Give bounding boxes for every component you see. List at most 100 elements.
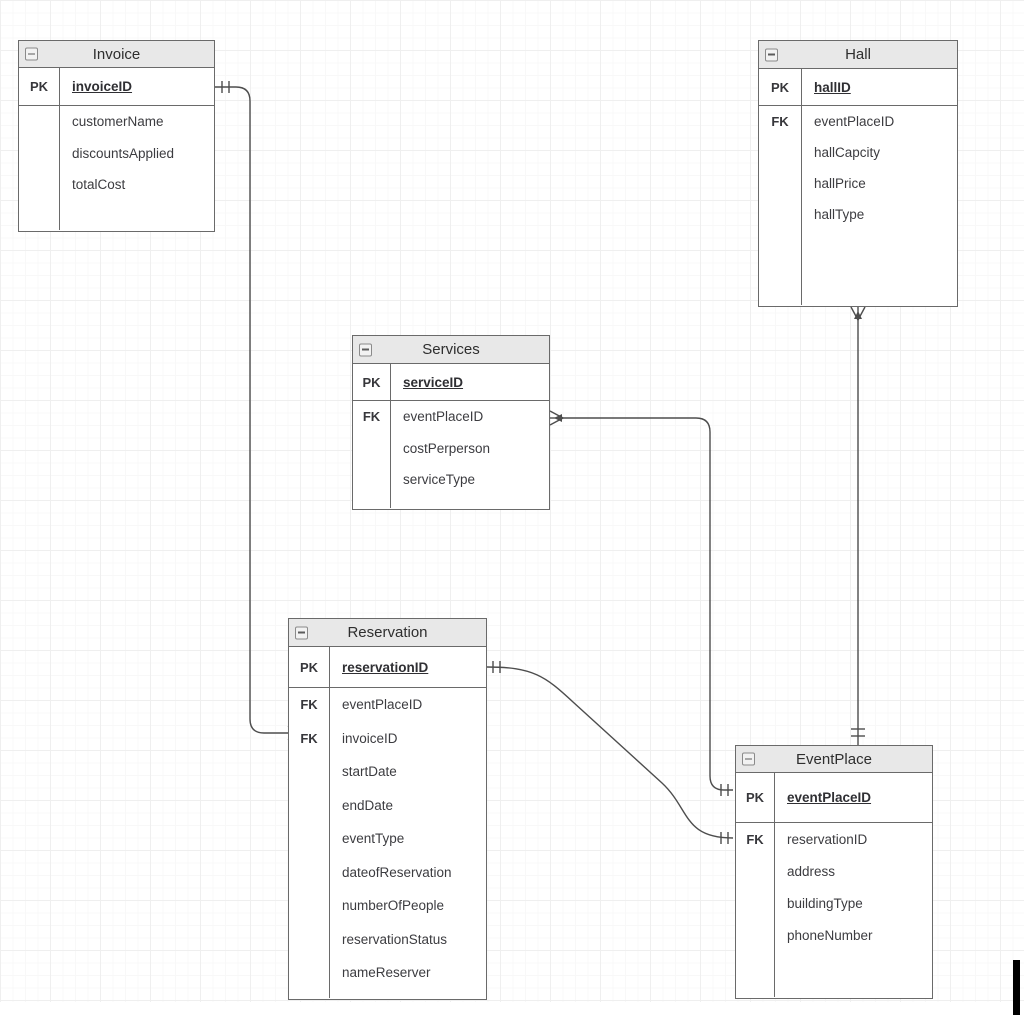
collapse-minus-icon[interactable]: [359, 343, 372, 356]
field-name: endDate: [342, 797, 394, 813]
field-name: buildingType: [787, 895, 863, 911]
attribute-row[interactable]: hallCapcity: [759, 137, 957, 168]
pk-row[interactable]: PK reservationID: [289, 647, 486, 688]
key-label: FK: [362, 409, 381, 425]
field-name: dateofReservation: [342, 864, 452, 880]
key-column-separator: [329, 647, 331, 998]
collapse-minus-icon[interactable]: [765, 48, 778, 61]
minus-glyph: [768, 53, 775, 56]
pk-row[interactable]: PK serviceID: [353, 364, 549, 401]
key-label: FK: [300, 730, 318, 746]
attribute-row[interactable]: costPerperson: [353, 433, 549, 465]
field-name: nameReserver: [342, 965, 431, 981]
collapse-minus-icon[interactable]: [742, 752, 755, 766]
key-label: PK: [299, 659, 319, 675]
field-name: address: [787, 863, 836, 879]
field-name: eventPlaceID: [403, 409, 484, 425]
collapse-minus-icon[interactable]: [295, 626, 308, 639]
attribute-row[interactable]: startDate: [289, 755, 486, 789]
key-label: PK: [29, 79, 49, 94]
key-label: PK: [745, 790, 765, 805]
text-cursor-artifact: [1013, 960, 1020, 1015]
attribute-row[interactable]: hallType: [759, 199, 957, 230]
minus-glyph: [298, 631, 305, 634]
attribute-row[interactable]: phoneNumber: [736, 919, 932, 951]
key-column-separator: [774, 773, 776, 997]
edge-arrowhead-icon: [854, 311, 862, 319]
key-column-separator: [390, 364, 392, 508]
table-header-reservation[interactable]: Reservation: [289, 619, 486, 647]
key-column-separator: [801, 69, 803, 305]
crowfoot-many-icon: [857, 306, 866, 321]
attribute-row[interactable]: address: [736, 855, 932, 887]
attribute-row[interactable]: totalCost: [19, 169, 214, 201]
table-header-invoice[interactable]: Invoice: [19, 41, 214, 68]
attribute-row[interactable]: serviceType: [353, 464, 549, 496]
attribute-row[interactable]: endDate: [289, 789, 486, 823]
minus-glyph: [745, 758, 752, 760]
key-column-separator: [59, 68, 61, 230]
attribute-row[interactable]: customerName: [19, 106, 214, 138]
edge-reservation-to-eventplace[interactable]: [486, 661, 734, 844]
field-name: eventPlaceID: [342, 697, 423, 713]
key-label: PK: [362, 374, 381, 390]
key-label: PK: [770, 79, 790, 95]
minus-glyph: [362, 348, 369, 351]
table-title: EventPlace: [796, 750, 872, 768]
attribute-row[interactable]: dateofReservation: [289, 856, 486, 890]
attribute-row[interactable]: FK eventPlaceID: [289, 688, 486, 722]
pk-field-name: serviceID: [403, 374, 464, 390]
edge-arrowhead-icon: [554, 414, 562, 422]
field-name: hallCapcity: [814, 145, 881, 160]
pk-field-name: hallID: [814, 79, 851, 95]
crowfoot-many-icon: [850, 306, 859, 321]
attribute-row[interactable]: nameReserver: [289, 956, 486, 990]
field-name: customerName: [72, 114, 164, 130]
table-title: Services: [422, 341, 480, 358]
field-name: reservationID: [787, 831, 868, 847]
pk-row[interactable]: PK hallID: [759, 69, 957, 106]
field-name: eventPlaceID: [814, 114, 895, 129]
attribute-row[interactable]: FK eventPlaceID: [353, 401, 549, 433]
field-name: startDate: [342, 764, 397, 780]
table-title: Hall: [845, 46, 871, 63]
field-name: serviceType: [403, 472, 476, 488]
table-header-services[interactable]: Services: [353, 336, 549, 364]
table-header-eventplace[interactable]: EventPlace: [736, 746, 932, 773]
pk-field-name: reservationID: [342, 659, 429, 675]
attribute-row[interactable]: FK eventPlaceID: [759, 106, 957, 137]
field-name: totalCost: [72, 177, 126, 193]
edge-services-to-eventplace[interactable]: [549, 410, 733, 796]
field-name: eventType: [342, 831, 405, 847]
field-name: hallType: [814, 207, 865, 222]
edge-hall-to-eventplace[interactable]: [850, 306, 866, 745]
field-name: hallPrice: [814, 176, 866, 191]
collapse-minus-icon[interactable]: [25, 47, 38, 61]
field-name: reservationStatus: [342, 931, 448, 947]
attribute-row[interactable]: buildingType: [736, 887, 932, 919]
table-title: Reservation: [347, 624, 428, 641]
minus-glyph: [28, 53, 35, 55]
key-label: FK: [771, 114, 789, 129]
attribute-row[interactable]: eventType: [289, 822, 486, 856]
edge-line[interactable]: [486, 666, 734, 839]
crowfoot-many-icon: [549, 417, 564, 426]
attribute-row[interactable]: discountsApplied: [19, 138, 214, 170]
edge-line[interactable]: [563, 417, 733, 791]
key-label: FK: [300, 697, 318, 713]
attribute-row[interactable]: hallPrice: [759, 168, 957, 199]
table-title: Invoice: [92, 45, 141, 63]
attribute-row[interactable]: numberOfPeople: [289, 889, 486, 923]
table-header-hall[interactable]: Hall: [759, 41, 957, 69]
attribute-row[interactable]: reservationStatus: [289, 923, 486, 957]
